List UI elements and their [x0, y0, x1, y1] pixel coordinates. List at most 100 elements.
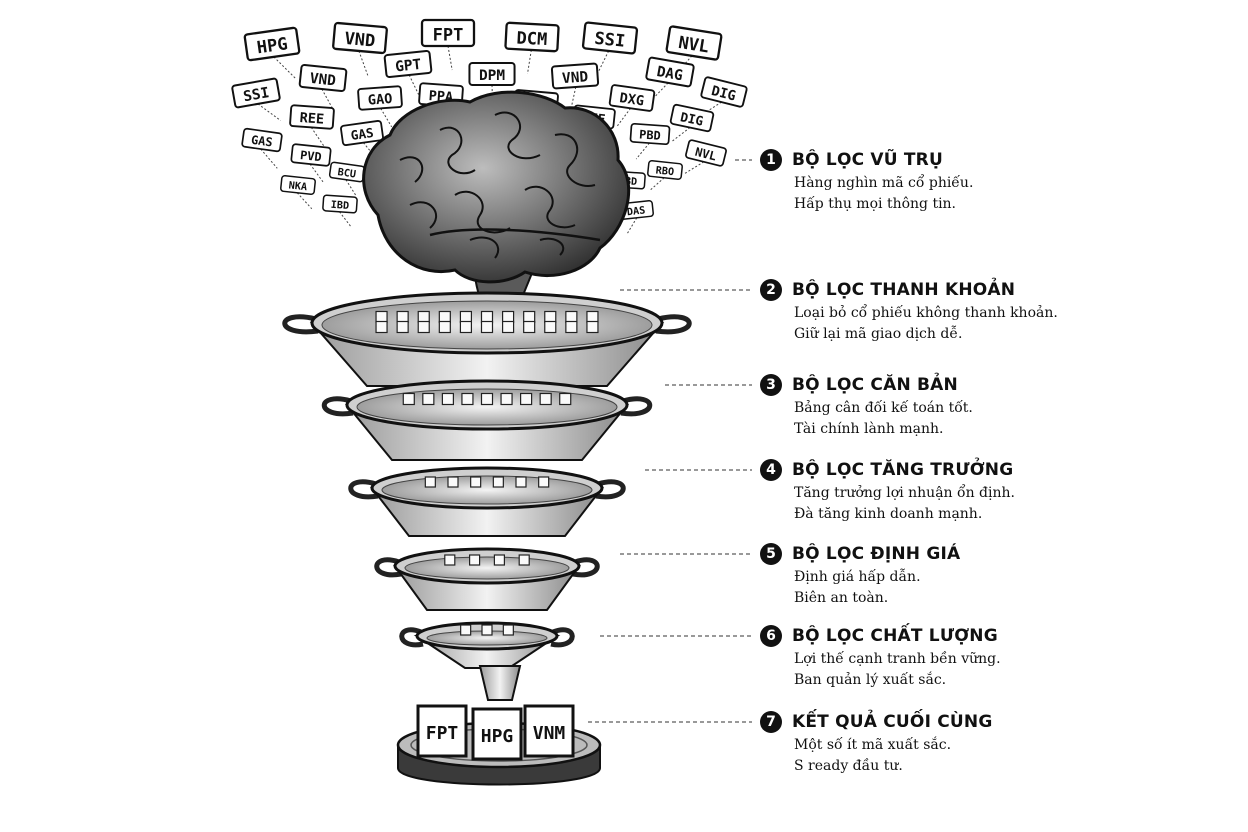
tag-stem	[617, 107, 631, 127]
stock-cube	[500, 392, 513, 406]
ticker-tag: NVL	[683, 139, 727, 175]
step-2: 2 BỘ LỌC THANH KHOẢN Loại bỏ cổ phiếu kh…	[760, 277, 1220, 345]
tag-stem	[649, 177, 665, 192]
step-header: 4 BỘ LỌC TĂNG TRƯỞNG	[760, 457, 1220, 483]
bowl-handle	[348, 479, 379, 500]
stock-cube	[523, 310, 536, 324]
tag-stem	[527, 49, 532, 74]
stock-cube	[559, 392, 572, 406]
stock-cube	[502, 624, 514, 636]
stock-cube	[544, 320, 557, 334]
stock-cube	[501, 310, 515, 324]
ticker-tag: HPG	[243, 26, 301, 79]
tag-stem	[447, 45, 453, 71]
stock-cube	[539, 392, 552, 406]
ticker-tag: NKA	[280, 175, 316, 210]
step-title: BỘ LỌC VŨ TRỤ	[792, 150, 943, 170]
tag-label: NVL	[694, 145, 718, 164]
step-header: 2 BỘ LỌC THANH KHOẢN	[760, 277, 1220, 303]
tag-stem	[257, 103, 281, 121]
ticker-tag: SSI	[581, 21, 639, 75]
tag-card	[665, 25, 723, 61]
tag-card	[332, 21, 388, 55]
tag-label: GAS	[350, 126, 375, 144]
stock-cube	[424, 476, 436, 488]
tag-stem	[296, 192, 313, 210]
stock-cube	[396, 320, 409, 334]
ticker-tag: GAS	[241, 127, 283, 169]
stock-cube	[520, 392, 533, 406]
bowl-inner	[356, 388, 618, 426]
bowl-inner	[381, 475, 593, 505]
tag-label: PBD	[639, 127, 661, 142]
tag-card	[289, 104, 335, 130]
tag-card	[669, 103, 715, 133]
result-card	[416, 704, 468, 758]
result-label: VNM	[533, 723, 566, 744]
stock-cube	[447, 476, 459, 488]
stock-cube	[396, 310, 409, 324]
bowl-handle	[399, 627, 424, 648]
ticker-tag: DAS	[618, 200, 654, 234]
step-title: BỘ LỌC TĂNG TRƯỞNG	[792, 460, 1014, 480]
tag-card	[608, 84, 656, 112]
bowl-handle	[620, 396, 653, 417]
ticker-tag: DXG	[608, 84, 656, 127]
tag-card	[685, 139, 727, 167]
tag-card	[241, 127, 283, 153]
result-card	[523, 704, 575, 758]
tag-label: VND	[309, 71, 337, 90]
step-title: BỘ LỌC ĐỊNH GIÁ	[792, 544, 961, 564]
step-description: Bảng cân đối kế toán tốt.	[794, 400, 973, 416]
tag-label: PVD	[299, 148, 322, 164]
tag-label: DIG	[679, 110, 705, 130]
ticker-tag: DCM	[504, 21, 560, 74]
tag-card	[340, 120, 384, 146]
ticker-tag: PVD	[290, 143, 332, 183]
tag-stem	[627, 217, 638, 234]
step-header: 1 BỘ LỌC VŨ TRỤ	[760, 147, 1220, 173]
ticker-tag: REE	[289, 104, 335, 148]
stock-cube	[565, 320, 578, 334]
tag-stem	[260, 148, 278, 169]
tag-card	[468, 61, 516, 87]
tag-stem	[672, 55, 693, 78]
stock-cube	[469, 554, 481, 566]
filter-bowl	[282, 291, 692, 387]
step-5: 5 BỘ LỌC ĐỊNH GIÁ Định giá hấp dẫn.Biên …	[760, 541, 1220, 609]
stock-cube	[375, 320, 388, 334]
funnel-spout	[478, 665, 522, 701]
tag-label: DCM	[516, 28, 548, 50]
filter-bowl	[399, 621, 575, 669]
tag-label: RBO	[655, 165, 674, 178]
step-description: Lợi thế cạnh tranh bền vững.	[794, 651, 1001, 667]
step-number: 5	[760, 543, 782, 565]
stock-cube	[480, 310, 494, 324]
tag-card	[280, 175, 316, 195]
ticker-tag: IBD	[322, 194, 358, 228]
stock-cube	[444, 554, 456, 566]
result-tag: HPG	[471, 707, 523, 761]
ticker-tag: VND	[550, 62, 600, 108]
bowl-handle	[655, 314, 692, 335]
ticker-tag: NVL	[665, 25, 723, 78]
step-4: 4 BỘ LỌC TĂNG TRƯỞNG Tăng trưởng lợi nhu…	[760, 457, 1220, 525]
stock-cube	[523, 320, 536, 334]
tag-label: NKA	[288, 180, 307, 193]
stock-cube	[538, 476, 550, 488]
bowl-handle	[595, 479, 626, 500]
step-1: 1 BỘ LỌC VŨ TRỤ Hàng nghìn mã cổ phiếu.H…	[760, 147, 1220, 215]
stock-cube	[586, 310, 599, 324]
tag-card	[629, 122, 671, 146]
step-description: Tài chính lành mạnh.	[794, 421, 944, 437]
stock-cube	[544, 310, 557, 324]
stock-cube	[481, 624, 493, 636]
stock-cube	[518, 554, 530, 566]
filter-bowl	[348, 466, 626, 537]
step-number: 7	[760, 711, 782, 733]
ticker-tag: RBO	[647, 160, 683, 192]
step-title: BỘ LỌC CĂN BẢN	[792, 375, 958, 395]
step-description: Giữ lại mã giao dịch dễ.	[794, 326, 963, 342]
tag-label: GPT	[394, 57, 422, 76]
